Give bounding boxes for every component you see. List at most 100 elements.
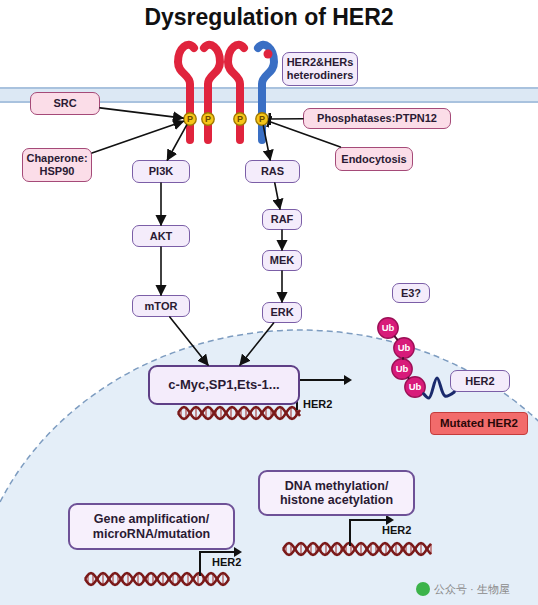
pathway-box: MEK	[262, 250, 302, 271]
circle-shape	[256, 113, 268, 125]
dna-strand	[283, 543, 431, 555]
node-text: MEK	[270, 254, 294, 267]
epigenetic-box: DNA methylation/ histone acetylation	[258, 470, 415, 516]
phospho-circle: P	[255, 112, 269, 126]
her2-receptor	[178, 45, 194, 140]
ubiquitin-circle: Ub	[391, 358, 413, 380]
pathway-box: RAS	[245, 160, 300, 183]
ubiquitin-circle: Ub	[377, 317, 399, 339]
node-text: RAS	[261, 165, 284, 178]
node-text: Gene amplification/ microRNA/mutation	[76, 512, 227, 541]
circle-shape	[184, 113, 196, 125]
connector-arrow	[167, 125, 186, 160]
dna-group	[85, 407, 431, 585]
node-text: Ub	[409, 382, 422, 393]
node-text: Ub	[396, 364, 409, 375]
her2-receptor	[204, 45, 220, 140]
connector-arrow	[100, 108, 183, 118]
connector-arrow	[275, 183, 280, 209]
circle-shape	[405, 377, 425, 397]
dna-rung	[195, 407, 196, 419]
phospho-circle: P	[183, 112, 197, 126]
gene-label: HER2	[303, 398, 332, 410]
node-text: Ub	[398, 343, 411, 354]
arrow-head	[386, 515, 394, 525]
dna-strand	[283, 543, 431, 555]
dna-rung	[300, 543, 301, 555]
node-text: c-Myc,SP1,Ets-1...	[168, 378, 279, 393]
ligase-box: E3?	[392, 283, 430, 303]
connector-arrow	[170, 317, 208, 365]
node-text: Chaperone: HSP90	[26, 152, 88, 177]
node-text: Phosphatases:PTPN12	[317, 112, 437, 125]
node-text: DNA methylation/ histone acetylation	[266, 479, 407, 508]
mutation-box: Mutated HER2	[430, 412, 528, 435]
node-text: P	[205, 114, 211, 124]
connector-arrow	[395, 337, 397, 340]
inhibition-line	[269, 118, 303, 120]
phospho-circle: P	[233, 112, 247, 126]
transcription-arrow	[297, 380, 344, 410]
node-text: P	[237, 114, 243, 124]
connector-arrow	[240, 323, 274, 365]
pathway-box: RAF	[262, 209, 302, 230]
pathway-box: mTOR	[132, 295, 190, 317]
complex-box: HER2&HERs heterodiners	[282, 52, 358, 86]
watermark: 公众号 · 生物屋	[434, 582, 510, 597]
wechat-icon	[416, 582, 430, 596]
regulator-box: SRC	[30, 92, 100, 115]
dna-rung	[102, 573, 103, 585]
node-text: Mutated HER2	[440, 417, 518, 430]
node-text: E3?	[401, 287, 421, 300]
circle-shape	[378, 318, 398, 338]
arrow-head	[344, 375, 352, 385]
node-text: PI3K	[149, 165, 173, 178]
dna-strand	[85, 573, 229, 585]
regulator-box: Endocytosis	[335, 147, 413, 171]
node-text: SRC	[53, 97, 76, 110]
gene-label: HER2	[382, 524, 411, 536]
diagram-title: Dysregulation of HER2	[0, 4, 538, 31]
connector-arrow	[92, 121, 183, 153]
dna-strand	[85, 573, 229, 585]
connector-arrow	[263, 126, 270, 160]
circle-shape	[202, 113, 214, 125]
arrow-head	[234, 547, 242, 557]
node-text: P	[259, 114, 265, 124]
circle-shape	[234, 113, 246, 125]
connector-arrow	[281, 271, 283, 302]
transcription-box: c-Myc,SP1,Ets-1...	[148, 365, 300, 405]
connector-arrow	[160, 183, 162, 225]
connector-arrow	[281, 230, 283, 250]
her-receptor	[258, 45, 274, 140]
her2-receptor	[228, 45, 244, 140]
node-text: HER2&HERs heterodiners	[286, 56, 354, 81]
dna-rung	[360, 543, 361, 555]
node-text: mTOR	[145, 300, 178, 313]
ubiquitin-circle: Ub	[404, 376, 426, 398]
protein-box: HER2	[450, 370, 510, 392]
dna-rung	[222, 573, 223, 585]
dna-rung	[162, 573, 163, 585]
gene-label: HER2	[212, 556, 241, 568]
circle-shape	[392, 359, 412, 379]
pathway-box: PI3K	[132, 160, 190, 183]
node-text: P	[187, 114, 193, 124]
ligand	[264, 50, 273, 59]
node-text: Endocytosis	[341, 153, 406, 166]
phospho-circle: P	[201, 112, 215, 126]
node-text: ERK	[270, 306, 293, 319]
circle-shape	[394, 338, 414, 358]
node-text: HER2	[465, 375, 494, 388]
ubiquitin-circle: Ub	[393, 337, 415, 359]
dna-strand	[178, 407, 300, 419]
nucleus	[0, 330, 538, 605]
connector-arrow	[160, 247, 162, 295]
node-text: RAF	[271, 213, 294, 226]
regulator-box: Phosphatases:PTPN12	[303, 108, 451, 129]
node-text: AKT	[150, 230, 173, 243]
dna-rung	[255, 407, 256, 419]
pathway-box: ERK	[262, 302, 302, 323]
pathway-box: AKT	[132, 225, 190, 247]
